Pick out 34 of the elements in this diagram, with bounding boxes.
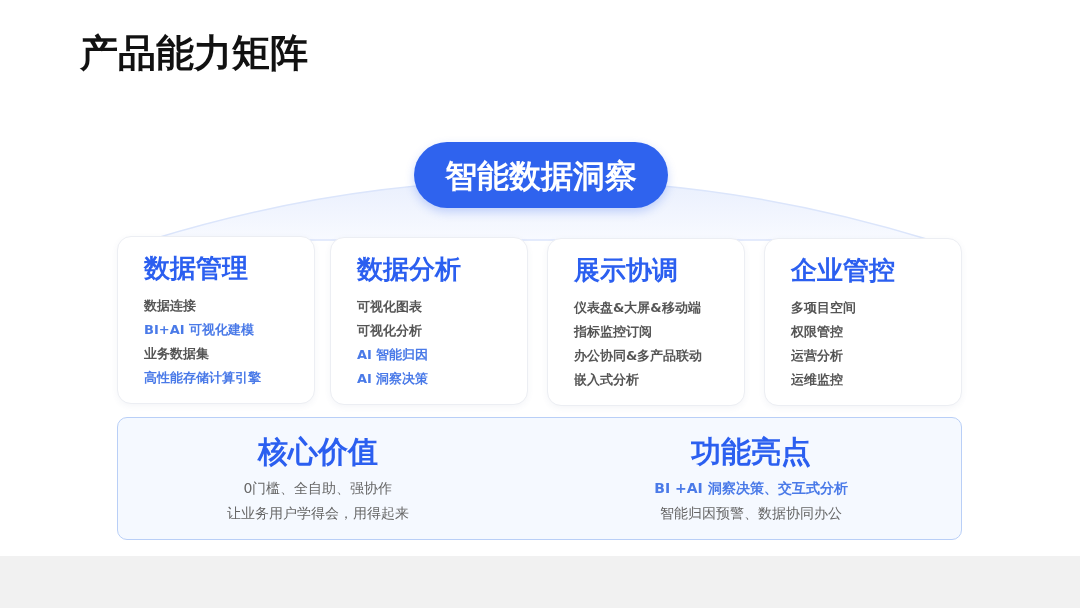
panel-text: 0门槛、全自助、强协作 xyxy=(242,480,394,498)
panel-text: 智能归因预警、数据协同办公 xyxy=(659,505,843,523)
card-heading: 展示协调 xyxy=(574,254,678,287)
card-item: 可视化图表 xyxy=(357,298,422,316)
card-item: 指标监控订阅 xyxy=(574,323,652,341)
card-item: 仪表盘&大屏&移动端 xyxy=(574,299,701,317)
card-item: 业务数据集 xyxy=(144,345,209,363)
card-item: AI 智能归因 xyxy=(357,346,429,364)
card-item: 运维监控 xyxy=(791,371,843,389)
card-heading: 数据分析 xyxy=(357,253,461,286)
card-item: BI+AI 可视化建模 xyxy=(144,321,255,339)
pill-label: 智能数据洞察 xyxy=(444,156,638,197)
card-item: 多项目空间 xyxy=(791,299,856,317)
card-item: 权限管控 xyxy=(791,323,843,341)
category-card xyxy=(547,238,745,406)
card-item: 办公协同&多产品联动 xyxy=(574,347,703,365)
panel-heading: 核心价值 xyxy=(256,433,379,471)
category-card xyxy=(330,237,528,405)
card-item: AI 洞察决策 xyxy=(357,370,429,388)
card-item: 可视化分析 xyxy=(357,322,422,340)
card-item: 嵌入式分析 xyxy=(574,371,639,389)
card-item: 数据连接 xyxy=(144,297,196,315)
card-heading: 企业管控 xyxy=(791,254,895,287)
title-pill xyxy=(414,142,668,208)
panel-heading: 功能亮点 xyxy=(690,433,812,471)
card-heading: 数据管理 xyxy=(144,252,248,285)
page-title: 产品能力矩阵 xyxy=(80,30,308,77)
card-item: 高性能存储计算引擎 xyxy=(144,369,261,387)
category-card xyxy=(764,238,962,406)
summary-panel xyxy=(117,417,962,540)
panel-text: BI +AI 洞察决策、交互式分析 xyxy=(653,480,849,498)
panel-text: 让业务用户学得会，用得起来 xyxy=(226,505,410,523)
card-item: 运营分析 xyxy=(791,347,843,365)
category-card xyxy=(117,236,315,404)
